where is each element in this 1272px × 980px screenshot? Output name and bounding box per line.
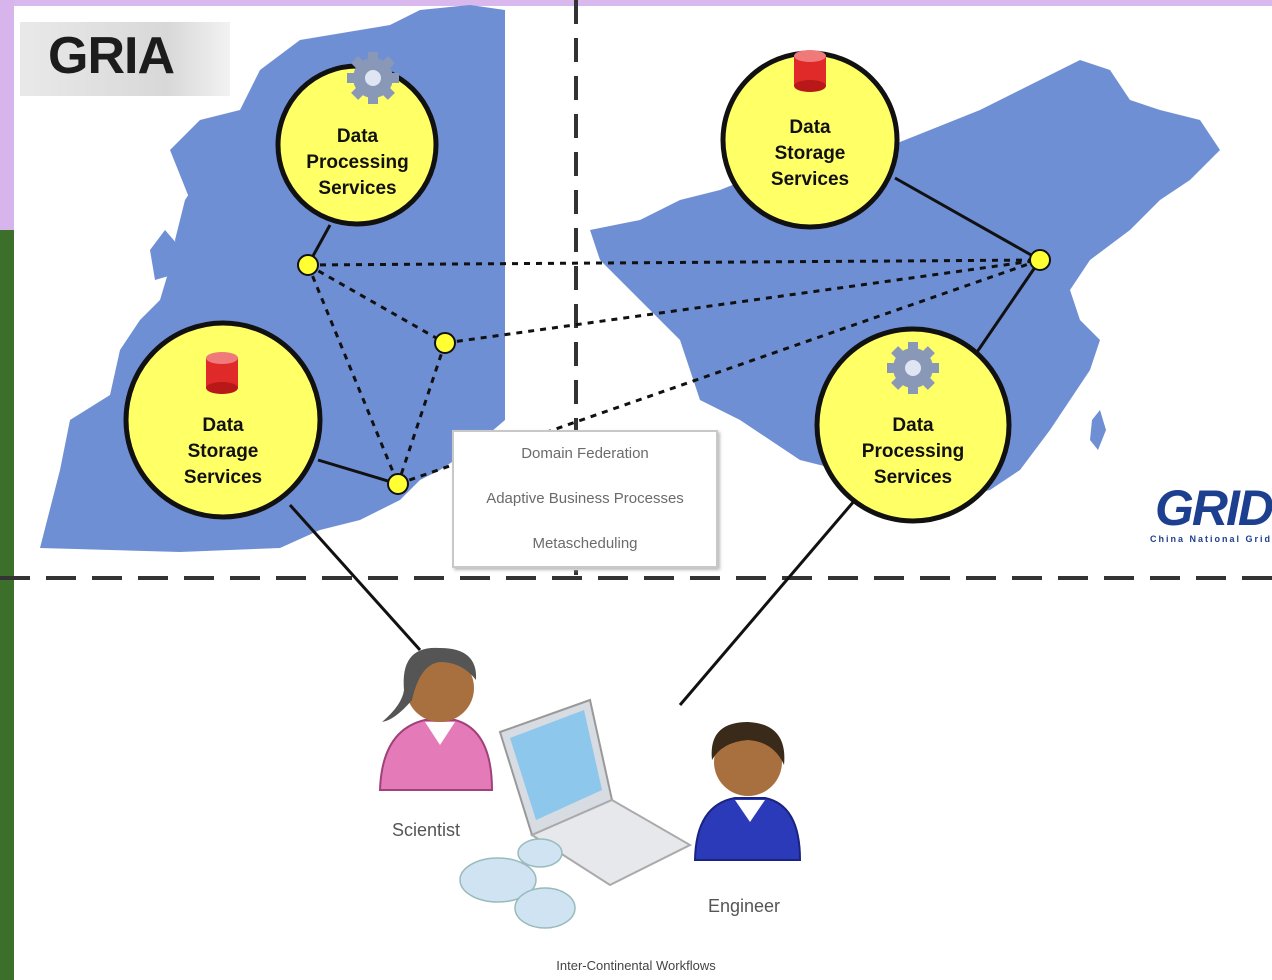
link-engineer	[678, 499, 857, 706]
laptop-icon	[498, 698, 693, 887]
link-eu-storage	[317, 458, 399, 486]
engineer-figure	[693, 722, 802, 861]
grid-logo-text: GRID	[1155, 480, 1272, 536]
ireland-map	[150, 230, 178, 280]
link-scientist	[288, 503, 422, 652]
cn-processing-label: Data Processing Services	[861, 415, 965, 488]
grid-logo: GRID China National Grid	[1062, 482, 1272, 552]
link-cn-processing	[973, 259, 1042, 356]
cn-storage-label: Data Storage Services	[770, 117, 850, 190]
top-border	[0, 0, 1272, 6]
diagram-caption: Inter-Continental Workflows	[556, 958, 716, 973]
britain-map	[175, 150, 270, 290]
link-mid-cn	[444, 258, 1041, 345]
gear-icon	[887, 342, 939, 394]
left-border-top	[0, 0, 14, 230]
junction-node	[297, 254, 319, 276]
database-icon	[206, 352, 238, 394]
engineer-label: Engineer	[708, 896, 781, 916]
eu-processing-label: Data Processing Services	[306, 126, 409, 199]
database-icon	[794, 50, 826, 92]
scientist-figure	[378, 647, 494, 791]
junction-node	[434, 332, 456, 354]
junction-node	[387, 473, 409, 495]
service-node-eu-storage	[123, 320, 323, 520]
gear-icon	[347, 52, 399, 104]
junction-node	[1029, 249, 1051, 271]
scandinavia-map	[380, 5, 505, 170]
gria-logo: GRIA	[20, 22, 230, 96]
link-eu-top-mid	[307, 263, 446, 345]
disc-icon	[459, 838, 576, 929]
link-eu-top-cn	[307, 258, 1041, 267]
left-border	[0, 0, 14, 980]
service-links	[288, 176, 1042, 706]
link-mid-bottom	[396, 342, 447, 485]
taiwan-map	[1090, 410, 1106, 450]
eu-storage-label: Data Storage Services	[183, 415, 263, 488]
link-cn-storage	[894, 176, 1041, 262]
china-map	[590, 60, 1220, 505]
grid-logo-subtitle: China National Grid	[1149, 534, 1272, 544]
federation-box: Domain Federation Adaptive Business Proc…	[452, 430, 718, 568]
federation-item-metascheduling: Metascheduling	[532, 535, 638, 552]
link-eu-top-bottom	[306, 264, 400, 485]
gria-logo-text: GRIA	[48, 27, 175, 85]
service-node-cn-processing	[814, 326, 1012, 524]
federation-item-business: Adaptive Business Processes	[486, 490, 684, 507]
federation-item-domain: Domain Federation	[521, 445, 649, 462]
scientist-label: Scientist	[392, 820, 461, 840]
